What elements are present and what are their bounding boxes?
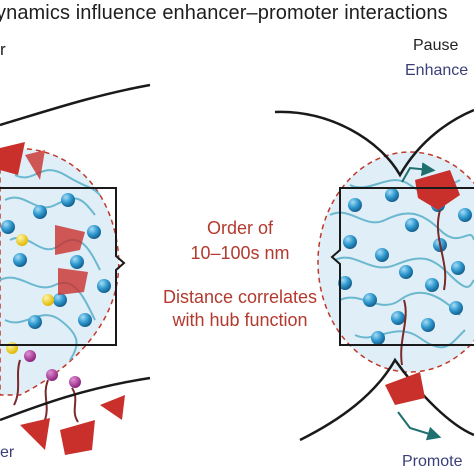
left-panel-top-label: r xyxy=(0,40,6,59)
annotation-scale-line1: Order of xyxy=(206,218,274,238)
annotation-scale-line2: 10–100s nm xyxy=(190,243,290,263)
annotation-distance-line1: Distance correlates xyxy=(162,287,318,307)
right-chromatin-bottom xyxy=(299,357,474,442)
right-spheres xyxy=(338,188,472,345)
right-hub xyxy=(274,108,474,442)
left-rna-strands xyxy=(13,359,79,423)
tss-arrow-top xyxy=(401,162,436,183)
left-bottom-factors xyxy=(20,395,125,455)
figure-title: ynamics influence enhancer–promoter inte… xyxy=(0,2,448,24)
right-rna-strand-lower xyxy=(400,299,407,366)
left-panel-bottom-label: er xyxy=(0,444,15,461)
left-hub xyxy=(0,83,151,455)
right-rna-strand xyxy=(436,209,447,291)
right-panel-enhancer-label: Enhance xyxy=(405,62,469,79)
right-bottom-factor xyxy=(385,372,425,405)
right-panel-promoter-label: Promote xyxy=(402,453,463,470)
left-factors xyxy=(25,150,88,295)
left-chromatin-bottom xyxy=(0,376,151,422)
right-panel-state-label: Pause xyxy=(413,37,459,54)
left-chromatin-top xyxy=(0,83,151,127)
annotation-distance-line2: with hub function xyxy=(172,310,308,330)
right-bracket xyxy=(330,187,474,346)
right-chromatin-top xyxy=(274,108,474,178)
left-spheres xyxy=(1,193,111,329)
size-bracket xyxy=(0,187,126,346)
right-top-factor xyxy=(415,170,460,210)
left-top-factor xyxy=(0,142,25,175)
tss-arrow-bottom xyxy=(397,411,442,441)
left-small-spheres xyxy=(6,234,81,388)
